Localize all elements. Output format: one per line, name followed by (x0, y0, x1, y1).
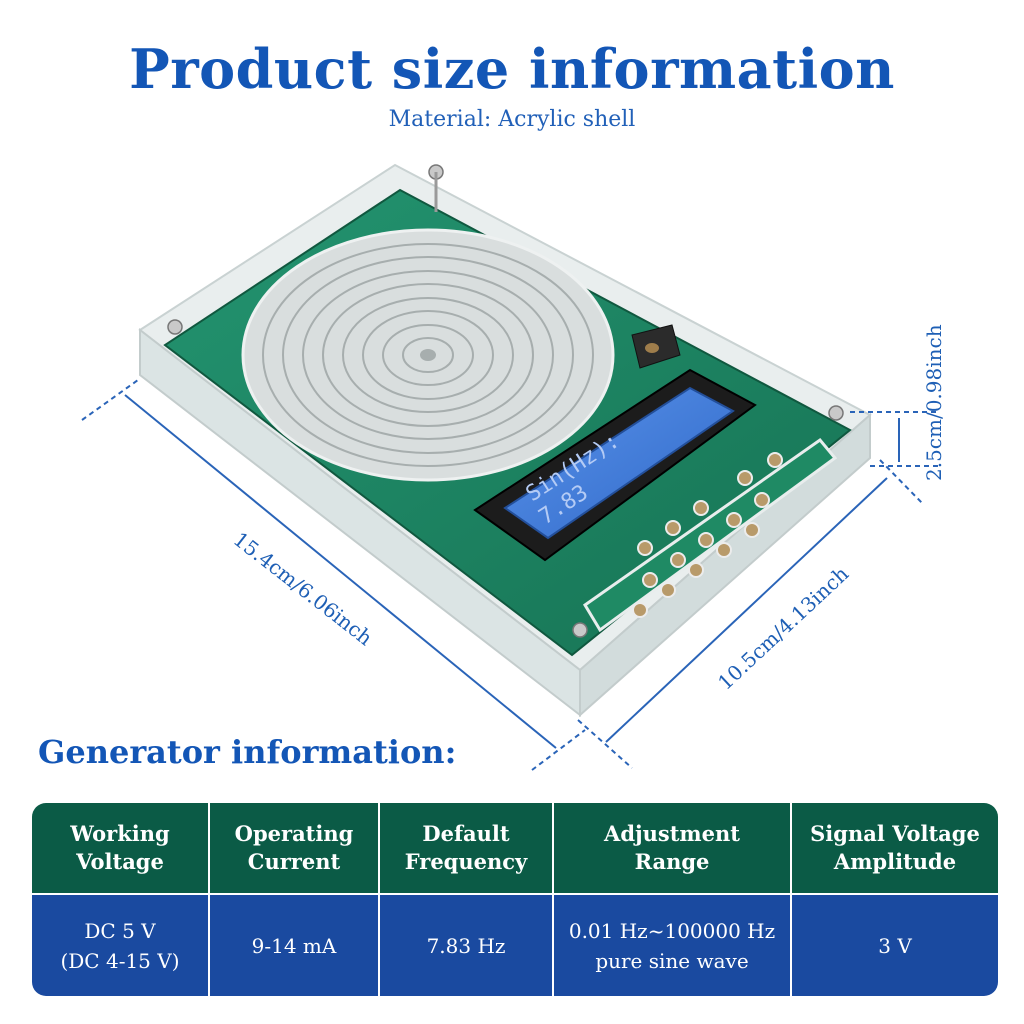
header-signal-voltage-amplitude: Signal Voltage Amplitude (792, 803, 998, 895)
dimension-height: 2.5cm/0.98inch (922, 324, 946, 481)
product-illustration: 7.83 Sin(Hz): (81, 163, 946, 771)
header-adjustment-range: Adjustment Range (554, 803, 792, 895)
keypad-button[interactable] (665, 520, 681, 536)
header-working-voltage: Working Voltage (32, 803, 210, 895)
keypad-button[interactable] (688, 562, 704, 578)
value-working-voltage: DC 5 V (DC 4-15 V) (32, 895, 210, 996)
dimension-width: 10.5cm/4.13inch (713, 562, 853, 695)
keypad-button[interactable] (642, 572, 658, 588)
keypad-button[interactable] (637, 540, 653, 556)
material-subtitle: Material: Acrylic shell (388, 107, 636, 132)
value-default-frequency: 7.83 Hz (380, 895, 554, 996)
keypad-button[interactable] (744, 522, 760, 538)
value-signal-voltage-amplitude: 3 V (792, 895, 998, 996)
keypad-button[interactable] (698, 532, 714, 548)
page-title: Product size information (129, 37, 895, 101)
dimension-lines (81, 379, 938, 771)
value-operating-current: 9-14 mA (210, 895, 380, 996)
keypad-button[interactable] (660, 582, 676, 598)
keypad-button[interactable] (767, 452, 783, 468)
value-adjustment-range: 0.01 Hz~100000 Hz pure sine wave (554, 895, 792, 996)
keypad-button[interactable] (754, 492, 770, 508)
audio-jack-icon (631, 324, 681, 369)
keypad-button[interactable] (632, 602, 648, 618)
keypad (582, 437, 838, 633)
generator-spec-table: Working Voltage Operating Current Defaul… (32, 803, 998, 996)
keypad-button[interactable] (716, 542, 732, 558)
header-operating-current: Operating Current (210, 803, 380, 895)
generator-section-title: Generator information: (38, 733, 457, 771)
header-default-frequency: Default Frequency (380, 803, 554, 895)
keypad-button[interactable] (737, 470, 753, 486)
keypad-button[interactable] (693, 500, 709, 516)
dimension-length: 15.4cm/6.06inch (229, 527, 377, 650)
spiral-coil (241, 228, 615, 482)
keypad-button[interactable] (726, 512, 742, 528)
keypad-button[interactable] (670, 552, 686, 568)
screw-icons (167, 164, 844, 638)
lcd-module: 7.83 Sin(Hz): (473, 368, 757, 562)
